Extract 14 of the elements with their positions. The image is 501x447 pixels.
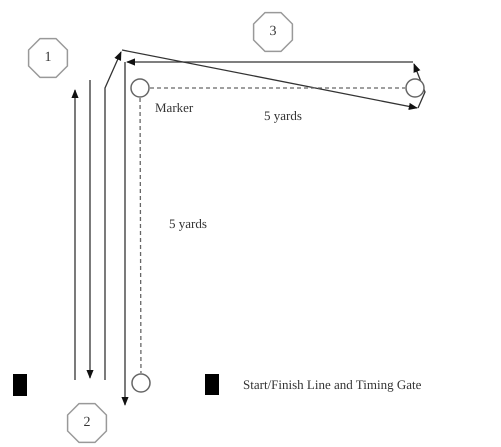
- step-number: 3: [270, 24, 276, 40]
- marker-cone: [131, 373, 151, 393]
- distance-label: 5 yards: [263, 108, 303, 124]
- distance-line: [150, 87, 405, 89]
- marker-cone: [405, 78, 425, 98]
- distance-line: [139, 98, 142, 373]
- step-octagon: [251, 10, 295, 54]
- marker-cone: [130, 78, 150, 98]
- step-number: 2: [84, 415, 90, 431]
- step-octagon: [26, 36, 70, 80]
- distance-label: 5 yards: [168, 216, 208, 232]
- step-octagon: [65, 401, 109, 445]
- step-number: 1: [44, 50, 52, 66]
- legend-text: Start/Finish Line and Timing Gate: [242, 377, 422, 393]
